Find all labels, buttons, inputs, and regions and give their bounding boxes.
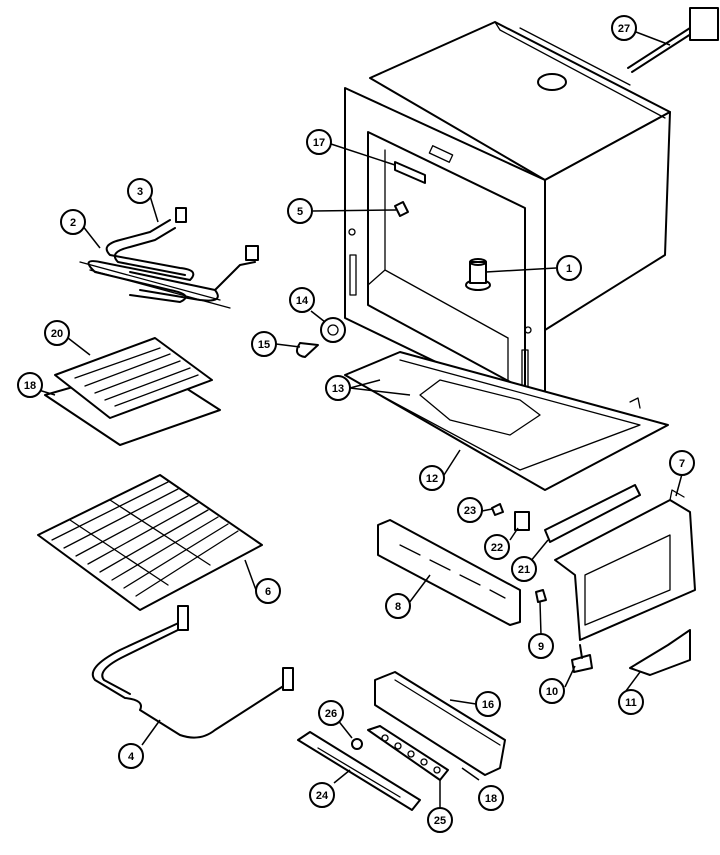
control-housing-16 xyxy=(374,671,506,776)
callout-3: 3 xyxy=(127,178,153,204)
svg-text:3: 3 xyxy=(137,186,143,198)
callout-21: 21 xyxy=(511,556,537,582)
callout-16: 16 xyxy=(475,691,501,717)
callout-9: 9 xyxy=(528,633,554,659)
oven-light xyxy=(295,317,346,358)
callout-10: 10 xyxy=(539,678,565,704)
callout-23: 23 xyxy=(457,497,483,523)
svg-text:11: 11 xyxy=(625,697,637,709)
bake-element xyxy=(91,605,294,739)
svg-text:13: 13 xyxy=(332,383,344,395)
callout-17: 17 xyxy=(306,129,332,155)
knob-26 xyxy=(351,738,363,750)
screw-23 xyxy=(491,503,504,516)
callout-22: 22 xyxy=(484,534,510,560)
svg-text:18: 18 xyxy=(24,380,36,392)
callout-4: 4 xyxy=(118,743,144,769)
switch-panel-25 xyxy=(367,725,449,781)
oven-bottom-panel xyxy=(344,351,669,491)
svg-text:14: 14 xyxy=(296,295,309,307)
callout-8: 8 xyxy=(385,593,411,619)
clip-22 xyxy=(514,511,530,531)
callout-12: 12 xyxy=(419,465,445,491)
svg-text:4: 4 xyxy=(128,751,135,763)
svg-text:20: 20 xyxy=(51,328,63,340)
svg-text:24: 24 xyxy=(316,790,329,802)
leveler-10 xyxy=(571,644,593,673)
callout-1: 1 xyxy=(556,255,582,281)
drawer-bracket-7 xyxy=(554,489,696,641)
svg-text:6: 6 xyxy=(265,586,271,598)
oven-rack xyxy=(37,474,263,611)
svg-text:1: 1 xyxy=(566,263,572,275)
callout-15: 15 xyxy=(251,331,277,357)
callout-11: 11 xyxy=(618,689,644,715)
svg-text:2: 2 xyxy=(70,217,76,229)
callout-18-lower: 18 xyxy=(478,785,504,811)
svg-text:10: 10 xyxy=(546,686,558,698)
oven-cavity xyxy=(344,21,671,411)
callout-5: 5 xyxy=(287,198,313,224)
svg-text:26: 26 xyxy=(325,708,337,720)
svg-text:22: 22 xyxy=(491,542,503,554)
svg-text:27: 27 xyxy=(618,23,630,35)
svg-text:12: 12 xyxy=(426,473,438,485)
svg-text:18: 18 xyxy=(485,793,497,805)
svg-text:9: 9 xyxy=(538,641,544,653)
svg-text:5: 5 xyxy=(297,206,303,218)
svg-text:21: 21 xyxy=(518,564,530,576)
callout-13: 13 xyxy=(325,375,351,401)
svg-text:17: 17 xyxy=(313,137,325,149)
trim-24 xyxy=(297,731,421,811)
svg-text:8: 8 xyxy=(395,601,401,613)
callout-14: 14 xyxy=(289,287,315,313)
callout-7: 7 xyxy=(669,450,695,476)
strip-21 xyxy=(544,484,641,543)
callout-27: 27 xyxy=(611,15,637,41)
broiler-pan xyxy=(44,337,221,446)
svg-text:25: 25 xyxy=(434,815,446,827)
callout-25: 25 xyxy=(427,807,453,833)
svg-text:15: 15 xyxy=(258,339,270,351)
callout-6: 6 xyxy=(255,578,281,604)
svg-text:16: 16 xyxy=(482,699,494,711)
svg-text:23: 23 xyxy=(464,505,476,517)
anti-tip-bracket-11 xyxy=(629,629,691,676)
svg-text:7: 7 xyxy=(679,458,685,470)
broil-element xyxy=(79,207,259,309)
callout-18-pan: 18 xyxy=(17,372,43,398)
callout-2: 2 xyxy=(60,209,86,235)
callout-24: 24 xyxy=(309,782,335,808)
callout-26: 26 xyxy=(318,700,344,726)
callout-20: 20 xyxy=(44,320,70,346)
side-bracket-8 xyxy=(377,519,521,626)
leader-lines xyxy=(31,31,683,808)
screw-9 xyxy=(535,589,547,603)
thermostat-probe xyxy=(627,7,719,73)
